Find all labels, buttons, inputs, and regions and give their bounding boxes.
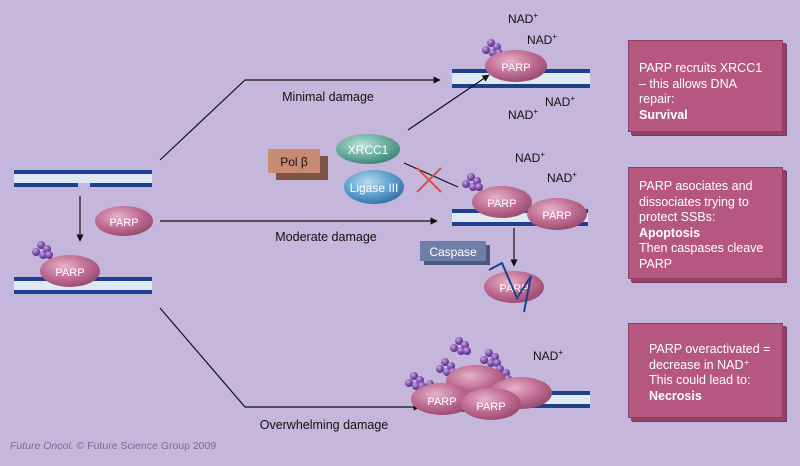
poly-adp-bead xyxy=(457,347,465,355)
minimal-damage-arrow xyxy=(159,76,441,161)
copyright-credit: Future Oncol. © Future Science Group 200… xyxy=(10,440,216,452)
poly-adp-bead xyxy=(450,344,458,352)
apoptosis-text-1: PARP asociates and xyxy=(639,179,753,193)
polb-label: Pol β xyxy=(280,155,308,169)
overwhelming-damage-arrow xyxy=(159,307,421,411)
poly-adp-bead xyxy=(485,349,493,357)
parp-label: PARP xyxy=(487,198,516,210)
cleavage-cut-icon xyxy=(488,261,532,313)
parp-minimal: PARP xyxy=(485,50,547,82)
moderate-damage-label: Moderate damage xyxy=(275,230,377,244)
survival-outcome: Survival xyxy=(639,107,688,122)
apoptosis-text-4: Then caspases cleave xyxy=(639,241,764,255)
xrcc1-recruit-arrow xyxy=(407,74,490,131)
necrosis-text-3: This could lead to: xyxy=(649,373,751,387)
survival-text-1: PARP recruits XRCC1 xyxy=(639,61,763,75)
apoptosis-text-3: protect SSBs: xyxy=(639,210,716,224)
parp-label: PARP xyxy=(501,62,530,74)
poly-adp-bead xyxy=(482,46,490,54)
minimal-damage-label: Minimal damage xyxy=(282,90,374,104)
poly-adp-bead xyxy=(436,365,444,373)
nad-label: NAD+ xyxy=(515,150,545,165)
poly-adp-bead xyxy=(37,241,45,249)
parp-free: PARP xyxy=(95,206,153,236)
journal-name: Future Oncol. xyxy=(10,440,74,452)
apoptosis-box: PARP asociates and dissociates trying to… xyxy=(628,167,783,279)
poly-adp-bead xyxy=(462,180,470,188)
necrosis-box: PARP overactivated = decrease in NAD⁺ Th… xyxy=(628,323,783,418)
ligase-iii-protein: Ligase III xyxy=(344,170,404,204)
parp-cleaved: PARP xyxy=(484,261,544,313)
xrcc1-label: XRCC1 xyxy=(348,143,389,157)
poly-adp-bead xyxy=(487,39,495,47)
poly-adp-bead xyxy=(469,183,477,191)
apoptosis-text-2: dissociates trying to xyxy=(639,194,749,209)
survival-text-2: – this allows DNA repair: xyxy=(639,76,737,107)
necrosis-text-1: PARP overactivated = xyxy=(649,342,771,356)
parp-label: PARP xyxy=(542,210,571,222)
poly-adp-bead xyxy=(480,356,488,364)
poly-adp-bead xyxy=(475,183,483,191)
poly-adp-bead xyxy=(45,251,53,259)
nad-label: NAD+ xyxy=(508,107,538,122)
nad-label: NAD+ xyxy=(508,11,538,26)
dna-damaged xyxy=(14,170,152,187)
parp-label: PARP xyxy=(476,401,505,413)
ligase-label: Ligase III xyxy=(350,181,399,195)
poly-adp-bead xyxy=(455,337,463,345)
credit-text: © Future Science Group 2009 xyxy=(73,440,217,452)
caspase-label: Caspase xyxy=(429,245,477,259)
inhibition-cross-icon xyxy=(416,167,442,193)
parp-overwhelming-group: PARP PARP xyxy=(411,365,552,420)
nad-label: NAD+ xyxy=(545,94,575,109)
poly-adp-bead xyxy=(467,173,475,181)
poly-adp-bead xyxy=(443,368,451,376)
parp-moderate-1: PARP xyxy=(472,186,532,218)
parp-bound-left: PARP xyxy=(40,255,100,287)
pol-beta-box: Pol β xyxy=(268,149,328,180)
necrosis-outcome: Necrosis xyxy=(649,388,702,403)
parp-label: PARP xyxy=(109,217,138,229)
poly-adp-bead xyxy=(39,251,47,259)
parp-moderate-2: PARP xyxy=(527,198,587,230)
nad-label: NAD+ xyxy=(527,32,557,47)
necrosis-text-2: decrease in NAD⁺ xyxy=(649,357,751,372)
poly-adp-bead xyxy=(32,248,40,256)
xrcc1-blocked-arrow xyxy=(403,162,459,188)
poly-adp-bead xyxy=(463,347,471,355)
nad-label: NAD+ xyxy=(547,170,577,185)
poly-adp-bead xyxy=(405,379,413,387)
poly-adp-bead xyxy=(410,372,418,380)
xrcc1-protein: XRCC1 xyxy=(336,134,400,164)
nad-label: NAD+ xyxy=(533,348,563,363)
poly-adp-bead xyxy=(412,382,420,390)
parp-label: PARP xyxy=(55,267,84,279)
caspase-box: Caspase xyxy=(420,241,490,265)
poly-adp-bead xyxy=(441,358,449,366)
apoptosis-outcome: Apoptosis xyxy=(639,225,701,240)
pathway-arrows xyxy=(76,74,518,411)
survival-box: PARP recruits XRCC1 – this allows DNA re… xyxy=(628,40,783,132)
apoptosis-text-5: PARP xyxy=(639,256,673,271)
parp-label: PARP xyxy=(427,396,456,408)
nad-labels: NAD+ NAD+ NAD+ NAD+ NAD+ NAD+ NAD+ xyxy=(508,11,577,363)
poly-adp-bead xyxy=(487,359,495,367)
overwhelming-damage-label: Overwhelming damage xyxy=(260,418,389,432)
poly-adp-bead xyxy=(493,359,501,367)
